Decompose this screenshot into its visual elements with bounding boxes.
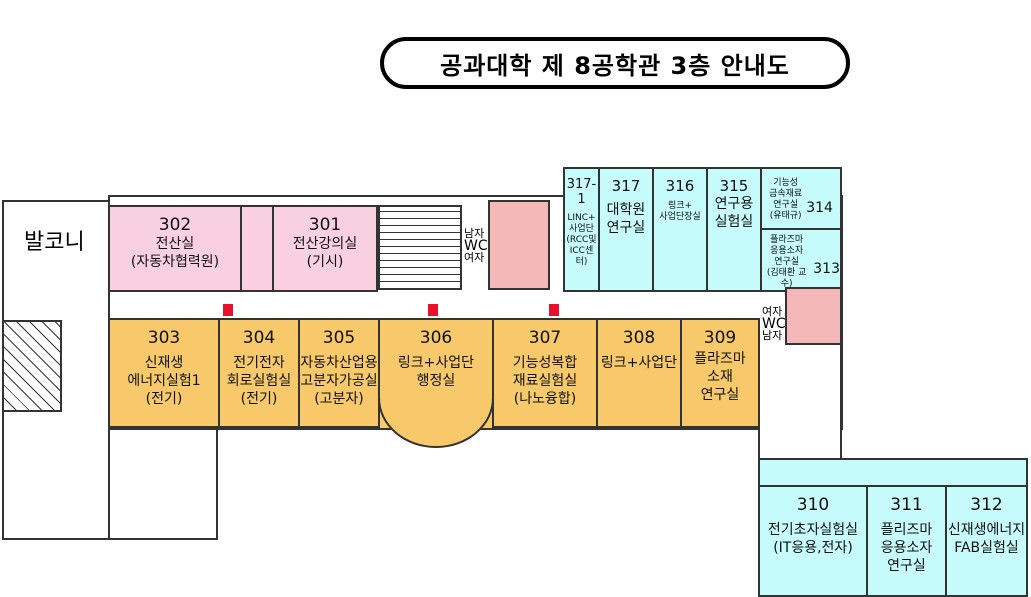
restroom-left (488, 200, 550, 290)
room-label: 전기초자실험실 (IT응용,전자) (767, 522, 859, 556)
room-number: 316 (665, 177, 695, 195)
room-label: 전산강의실 (기시) (292, 236, 358, 270)
men-label: 남자 (464, 227, 485, 240)
room-310[interactable]: 310 전기초자실험실 (IT응용,전자) (758, 485, 868, 597)
room-number: 310 (796, 495, 830, 515)
room-316[interactable]: 316 링크+ 사업단장실 (652, 167, 708, 292)
room-label: 자동차산업용 고분자가공실 (고분자) (300, 355, 378, 407)
room-number: 311 (890, 495, 923, 515)
stairs-icon (378, 205, 462, 290)
room-label: 연구용 실험실 (714, 196, 754, 230)
women-label: 여자 (762, 305, 783, 318)
women-label: 여자 (464, 251, 485, 264)
room-number: 306 (419, 328, 453, 348)
room-label: 대학원 연구실 (606, 202, 646, 236)
page-title: 공과대학 제 8공학관 3층 안내도 (380, 37, 850, 89)
lower-wing (108, 410, 218, 540)
room-label: 링크+사업단 (600, 355, 678, 371)
restroom-right (785, 287, 842, 345)
room-314[interactable]: 기능성 금속재료 연구실 (유태규)314 (760, 167, 842, 230)
room-number: 303 (147, 328, 181, 348)
room-label: 링크+사업단 행정실 (397, 355, 475, 389)
room-label: 링크+ 사업단장실 (659, 201, 701, 222)
wc-label: WC (762, 316, 786, 332)
room-307[interactable]: 307 기능성복합 재료실험실 (나노융합) (492, 318, 598, 428)
room-number: 312 (970, 495, 1003, 515)
east-stair-hall (758, 345, 842, 460)
room-number: 304 (242, 328, 276, 348)
room-311[interactable]: 311 플리즈마 응용소자 연구실 (866, 485, 947, 597)
room-label: 플라즈마 응용소자 연구실 (김태환 교수) (766, 234, 807, 289)
stair-icon (2, 320, 62, 412)
fire-extinguisher-icon (223, 304, 233, 316)
room-309[interactable]: 309 플라즈마 소재 연구실 (680, 318, 760, 428)
room-305[interactable]: 305 자동차산업용 고분자가공실 (고분자) (298, 318, 380, 428)
east-corridor (758, 458, 1028, 487)
room-number: 307 (528, 328, 562, 348)
room-number: 301 (308, 215, 342, 235)
room-number: 309 (703, 328, 737, 348)
fire-extinguisher-icon (549, 304, 559, 316)
room-label: 플라즈마 소재 연구실 (694, 351, 746, 403)
room-313[interactable]: 플라즈마 응용소자 연구실 (김태환 교수) 313 (760, 228, 842, 292)
room-308[interactable]: 308 링크+사업단 (596, 318, 682, 428)
room-label: 기능성복합 재료실험실 (나노융합) (512, 355, 578, 407)
room-label: 전기전자 회로실험실 (전기) (226, 355, 292, 407)
room-312[interactable]: 312 신재생에너지 FAB실험실 (945, 485, 1028, 597)
room-303[interactable]: 303 신재생 에너지실험1 (전기) (108, 318, 220, 428)
storage-room (240, 205, 274, 292)
room-label: 전산실 (자동차협력원) (130, 236, 220, 270)
room-number: 317-1 (566, 177, 597, 207)
room-317[interactable]: 317 대학원 연구실 (598, 167, 654, 292)
room-number: 314 (806, 199, 833, 216)
room-label: 신재생 에너지실험1 (전기) (127, 355, 201, 407)
room-number: 315 (719, 177, 749, 195)
men-label: 남자 (762, 329, 783, 342)
balcony-label: 발코니 (24, 230, 85, 255)
room-label: 신재생에너지 FAB실험실 (947, 522, 1026, 556)
room-number: 313 (813, 261, 840, 277)
room-number: 308 (622, 328, 656, 348)
fire-extinguisher-icon (428, 304, 438, 316)
room-number: 317 (611, 177, 641, 195)
room-label: 기능성 금속재료 연구실 (유태규) (769, 177, 803, 221)
room-number: 305 (322, 328, 356, 348)
room-number: 302 (158, 215, 192, 235)
room-label: LINC+ 사업단 (RCC및 ICC센터) (566, 213, 597, 267)
wc-label: WC (464, 238, 488, 254)
room-306-arc (378, 396, 494, 448)
room-304[interactable]: 304 전기전자 회로실험실 (전기) (218, 318, 300, 428)
room-label: 플리즈마 응용소자 연구실 (880, 522, 933, 574)
